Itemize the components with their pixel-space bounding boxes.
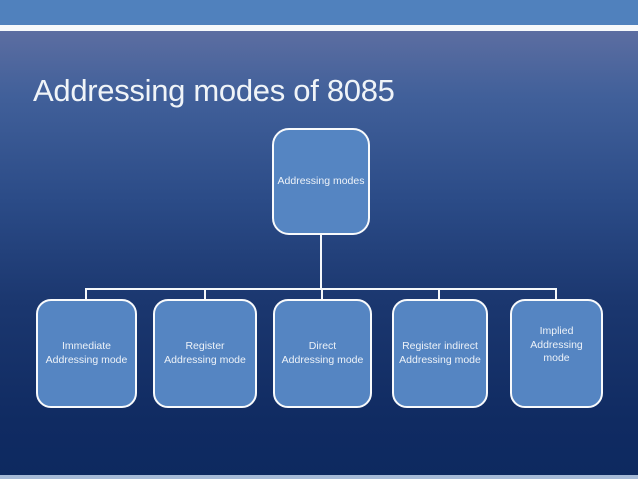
connector-root-vertical xyxy=(320,234,322,290)
node-addressing-modes: Addressing modes xyxy=(272,128,370,235)
node-register-addressing-mode-label: Register Addressing mode xyxy=(164,339,246,366)
node-implied-addressing-mode-label: Implied Addressing mode xyxy=(530,325,583,365)
node-immediate-addressing-mode-label: Immediate Addressing mode xyxy=(45,339,128,366)
node-addressing-modes-label: Addressing modes xyxy=(277,174,365,187)
slide-title: Addressing modes of 8085 xyxy=(33,72,395,108)
node-immediate-addressing-mode: Immediate Addressing mode xyxy=(36,299,137,408)
divider-line xyxy=(0,25,638,31)
bottom-accent-bar xyxy=(0,475,638,479)
node-register-indirect-addressing-mode: Register indirect Addressing mode xyxy=(392,299,488,408)
connector-stub-implied xyxy=(555,288,557,300)
connector-stub-immediate xyxy=(85,288,87,300)
node-implied-addressing-mode: Implied Addressing mode xyxy=(510,299,603,408)
top-accent-bar xyxy=(0,0,638,25)
node-register-addressing-mode: Register Addressing mode xyxy=(153,299,257,408)
node-direct-addressing-mode-label: Direct Addressing mode xyxy=(281,339,364,366)
connector-stub-register-indirect xyxy=(438,288,440,300)
connector-stub-direct xyxy=(321,288,323,300)
node-register-indirect-addressing-mode-label: Register indirect Addressing mode xyxy=(399,339,481,366)
node-direct-addressing-mode: Direct Addressing mode xyxy=(273,299,372,408)
connector-stub-register xyxy=(204,288,206,300)
